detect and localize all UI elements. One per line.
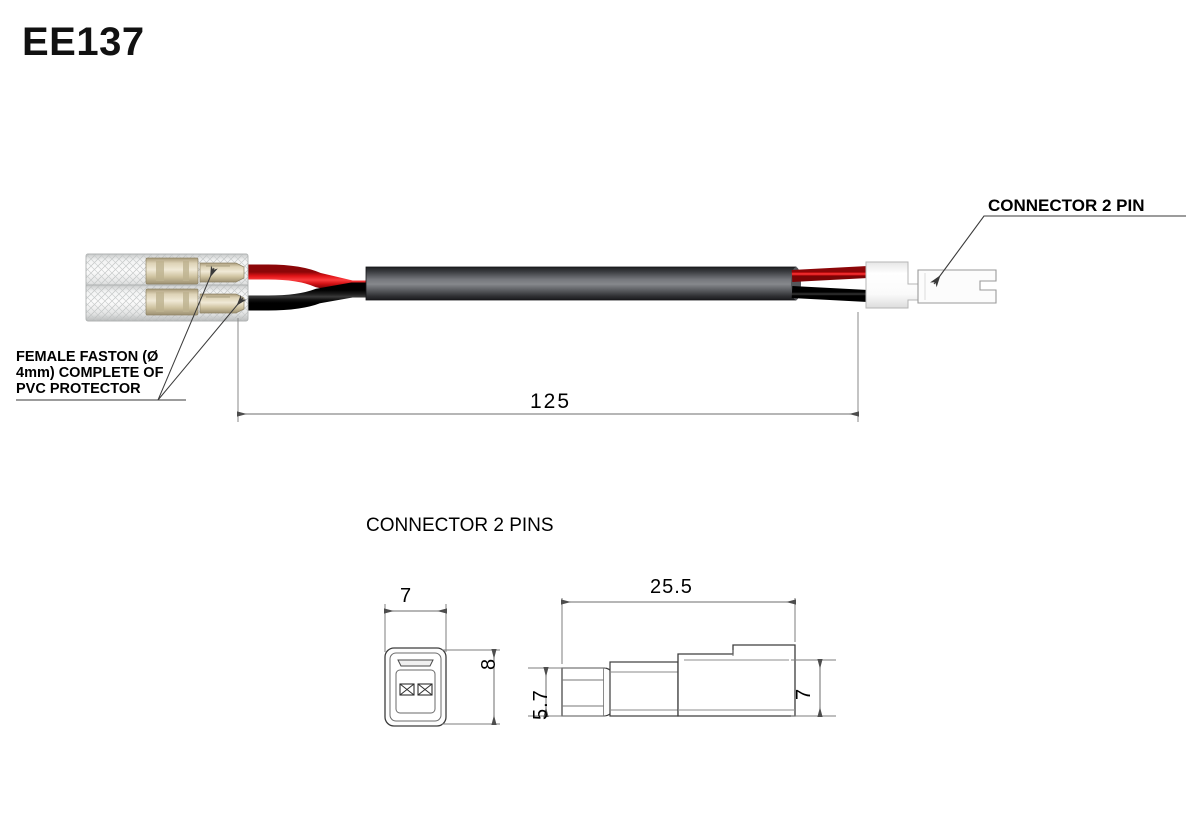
dimension-label-side-body-height: 7 [793, 688, 815, 700]
page-title: EE137 [22, 20, 145, 64]
dimension-label-front-height: 8 [478, 658, 500, 670]
dimension-label-side-nose-height: 5.7 [530, 689, 552, 720]
connector-2pin-housing [865, 261, 997, 309]
dimension-label-front-width: 7 [400, 585, 412, 607]
annotation-connector-2-pin: CONNECTOR 2 PIN [988, 196, 1145, 215]
section-title-connector-2-pins: CONNECTOR 2 PINS [366, 515, 554, 536]
faston-assembly-upper [85, 253, 249, 291]
right-wire-stubs [791, 266, 869, 302]
cable-sheath [365, 266, 801, 301]
black-wire-branch [236, 282, 392, 311]
dimension-side-length-25-5 [561, 598, 796, 664]
annotation-female-faston: FEMALE FASTON (Ø 4mm) COMPLETE OF PVC PR… [16, 349, 164, 397]
faston-assembly-lower [85, 284, 249, 322]
dimension-label-cable-length: 125 [530, 390, 572, 413]
connector-callout-leader [930, 215, 1186, 288]
dimension-front-width-7 [384, 604, 447, 652]
dimension-label-side-length: 25.5 [650, 576, 693, 598]
red-wire-branch [236, 264, 392, 296]
connector-side-view [561, 644, 796, 717]
connector-front-view [384, 647, 447, 727]
